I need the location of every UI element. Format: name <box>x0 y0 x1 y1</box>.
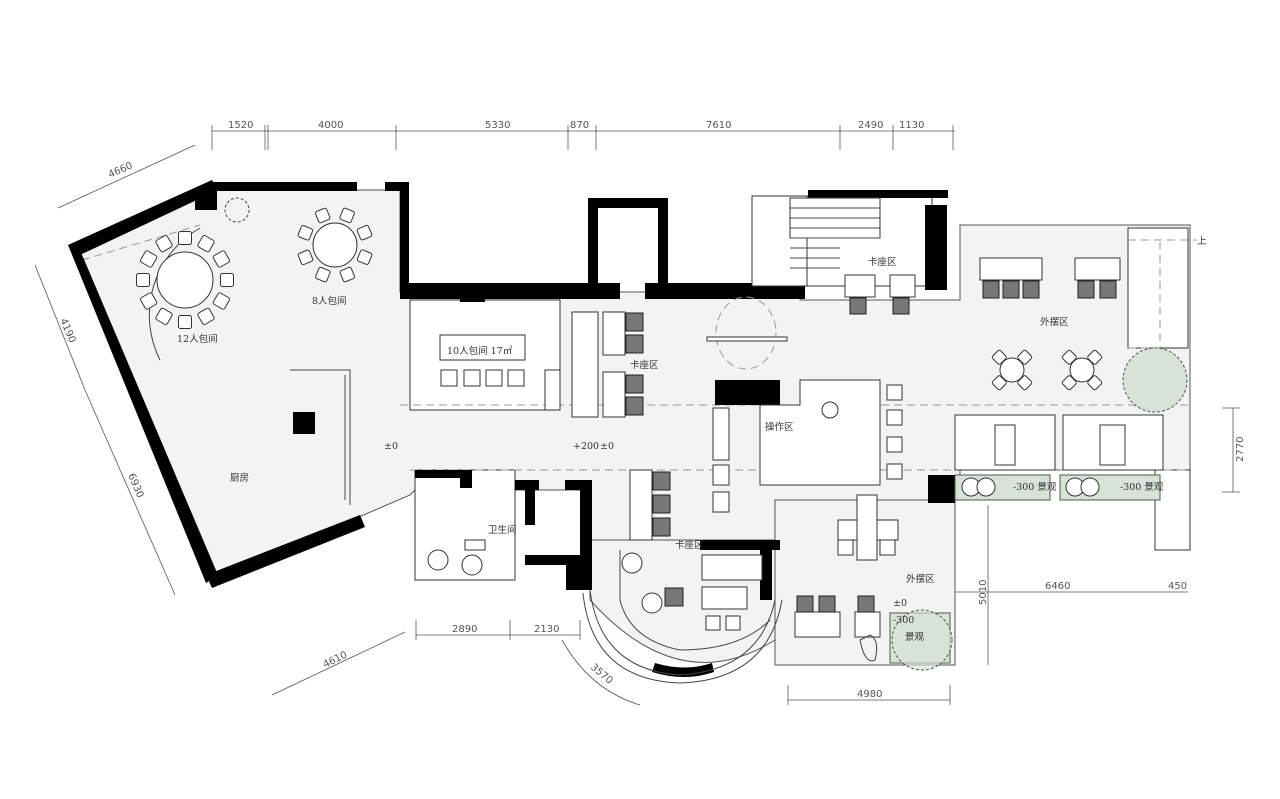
level-2: +200 <box>573 441 599 452</box>
label-room-12: 12人包间 <box>177 333 218 345</box>
label-toilet: 卫生间 <box>488 524 517 536</box>
label-operation: 操作区 <box>765 421 794 433</box>
chair-icon <box>212 292 231 310</box>
round-table-12 <box>136 227 234 361</box>
dim-terrace-h1: 6460 <box>1045 581 1070 592</box>
chair-icon <box>139 292 158 310</box>
tree-icon <box>1122 347 1188 413</box>
label-landscape-3-level: -300 <box>893 615 914 626</box>
chair-icon <box>1087 349 1103 365</box>
dim-bottom-2: 2130 <box>534 624 559 635</box>
round-table-8 <box>297 207 373 283</box>
chair-icon <box>991 375 1007 391</box>
label-kitchen: 厨房 <box>230 472 249 484</box>
chair-icon <box>1061 375 1077 391</box>
chair-icon <box>991 349 1007 365</box>
sculpture-icon <box>859 634 878 662</box>
chair-icon <box>155 307 173 326</box>
chair-icon <box>1087 375 1103 391</box>
level-1: ±0 <box>384 441 398 452</box>
chair-icon <box>297 225 314 241</box>
dim-arc: 3570 <box>588 662 615 687</box>
dim-bottom-1: 2890 <box>452 624 477 635</box>
dim-left-1: 4190 <box>57 317 77 345</box>
top-dimension-line: 1520 4000 5330 870 7610 2490 1130 <box>211 120 955 150</box>
plant-icon <box>224 197 250 223</box>
level-3: ±0 <box>600 441 614 452</box>
chair-icon <box>297 249 314 266</box>
chair-icon <box>1017 349 1033 365</box>
chair-icon <box>155 234 173 253</box>
tree-icon <box>891 609 953 671</box>
room-labels: 12人包间 8人包间 10人包间 17㎡ 厨房 卫生间 卡座区 卡座区 卡座区 … <box>177 236 1207 643</box>
chair-icon <box>220 273 234 287</box>
label-landscape-1: -300 景观 <box>1013 482 1057 493</box>
label-outdoor-2: 外摆区 <box>906 573 935 585</box>
dim-top-5: 7610 <box>706 120 731 131</box>
chair-icon <box>139 250 158 268</box>
dim-terrace-h2: 450 <box>1168 581 1187 592</box>
right-dimensions: 2770 5010 6460 450 4980 <box>787 407 1246 705</box>
chairs-10 <box>440 369 561 411</box>
chair-icon <box>178 315 192 329</box>
chair-icon <box>339 266 356 283</box>
dim-bottom-left: 4610 <box>321 650 349 671</box>
dim-right-v: 2770 <box>1235 437 1246 462</box>
left-dimensions: 4660 4190 6930 4610 2890 2130 3570 <box>34 144 641 706</box>
dim-top-4: 870 <box>570 120 589 131</box>
dim-terrace-bottom: 4980 <box>857 689 882 700</box>
label-room-8: 8人包间 <box>312 295 347 307</box>
chair-icon <box>315 266 331 283</box>
stairs <box>751 195 881 287</box>
chair-icon <box>1017 375 1033 391</box>
label-booth-3: 卡座区 <box>675 539 704 551</box>
dim-top-1: 1520 <box>228 120 253 131</box>
dim-left-2: 6930 <box>125 472 145 500</box>
chair-icon <box>197 234 215 253</box>
chair-icon <box>197 307 215 326</box>
dim-top-7: 1130 <box>899 120 924 131</box>
dim-top-6: 2490 <box>858 120 883 131</box>
chair-icon <box>339 207 355 224</box>
label-booth-2: 卡座区 <box>868 256 897 268</box>
dim-left-top: 4660 <box>107 160 135 180</box>
label-booth-1: 卡座区 <box>630 359 659 371</box>
chair-icon <box>178 231 192 245</box>
chair-icon <box>356 249 373 265</box>
label-outdoor-1: 外摆区 <box>1040 316 1069 328</box>
label-landscape-3: 景观 <box>905 632 925 643</box>
dim-top-2: 4000 <box>318 120 343 131</box>
stair-up-label: 上 <box>1197 236 1207 247</box>
chair-icon <box>314 207 331 224</box>
chair-icon <box>136 273 150 287</box>
label-room-10: 10人包间 17㎡ <box>447 345 513 357</box>
walls <box>68 180 955 677</box>
level-4: ±0 <box>893 598 907 609</box>
chair-icon <box>212 250 231 268</box>
chair-icon <box>356 224 373 241</box>
dim-terrace-v: 5010 <box>978 580 989 605</box>
label-landscape-2: -300 景观 <box>1120 482 1164 493</box>
chair-icon <box>1061 349 1077 365</box>
dim-top-3: 5330 <box>485 120 510 131</box>
